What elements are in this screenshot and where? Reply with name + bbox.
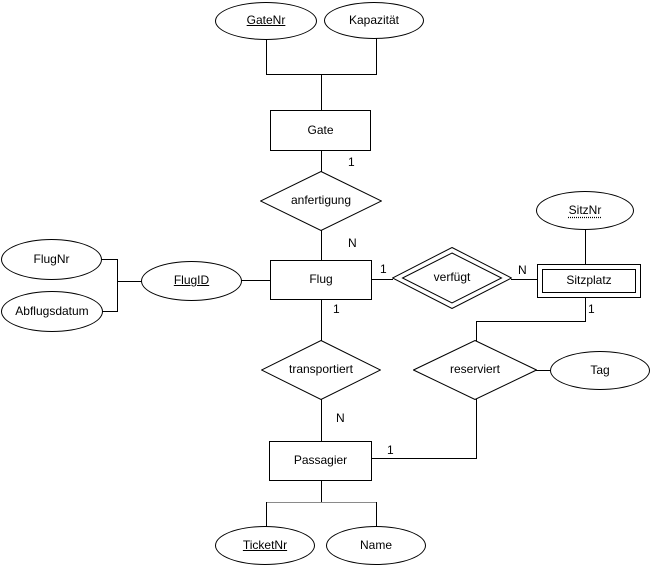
attribute-abflugsdatum: Abflugsdatum bbox=[1, 291, 103, 332]
attribute-ticketnr: TicketNr bbox=[215, 526, 315, 565]
attribute-sitznr: SitzNr bbox=[536, 191, 634, 230]
diamond-shape bbox=[261, 340, 381, 400]
attribute-flugnr: FlugNr bbox=[1, 239, 102, 280]
cardinality-sitzplatz-reserviert: 1 bbox=[588, 302, 595, 316]
cardinality-transportiert-passagier: N bbox=[336, 411, 345, 425]
attribute-tag: Tag bbox=[550, 351, 650, 390]
relationship-anfertigung: anfertigung bbox=[260, 171, 382, 231]
relationship-reserviert: reserviert bbox=[413, 340, 537, 400]
attribute-flugnr-label: FlugNr bbox=[33, 251, 70, 266]
weak-entity-inner-border bbox=[542, 269, 636, 293]
attribute-ticketnr-label: TicketNr bbox=[242, 537, 288, 552]
double-diamond-shape bbox=[392, 247, 512, 309]
cardinality-flug-transportiert: 1 bbox=[333, 302, 340, 316]
relationship-transportiert-label: transportiert bbox=[288, 362, 354, 377]
attribute-flugid: FlugID bbox=[141, 261, 242, 301]
entity-passagier-label: Passagier bbox=[293, 453, 348, 468]
edge-sitzplatz-reserviert bbox=[476, 297, 586, 341]
entity-gate-label: Gate bbox=[307, 122, 334, 137]
edge-reserviert-passagier bbox=[371, 399, 477, 459]
cardinality-verfuegt-sitzplatz: N bbox=[518, 263, 527, 277]
entity-flug: Flug bbox=[270, 260, 372, 300]
attribute-gatenr: GateNr bbox=[215, 2, 317, 40]
attribute-flugid-label: FlugID bbox=[173, 273, 210, 288]
cardinality-reserviert-passagier: 1 bbox=[387, 443, 394, 457]
attribute-gatenr-label: GateNr bbox=[246, 13, 286, 28]
weak-entity-sitzplatz: Sitzplatz bbox=[537, 264, 641, 298]
diamond-shape bbox=[413, 340, 537, 400]
cardinality-gate-anfertigung: 1 bbox=[348, 155, 355, 169]
attribute-tag-label: Tag bbox=[590, 362, 610, 377]
entity-gate: Gate bbox=[270, 110, 371, 151]
weak-entity-sitzplatz-label: Sitzplatz bbox=[566, 273, 612, 288]
entity-flug-label: Flug bbox=[309, 272, 333, 287]
diamond-shape bbox=[260, 171, 382, 231]
attribute-kapazitaet-label: Kapazität bbox=[348, 12, 400, 27]
cardinality-flug-verfuegt: 1 bbox=[380, 262, 387, 276]
attribute-sitznr-label: SitzNr bbox=[568, 202, 602, 217]
attribute-abflugsdatum-label: Abflugsdatum bbox=[15, 303, 89, 318]
relationship-verfuegt-label: verfügt bbox=[433, 270, 471, 285]
identifying-relationship-verfuegt: verfügt bbox=[392, 247, 512, 309]
cardinality-anfertigung-flug: N bbox=[348, 236, 357, 250]
relationship-transportiert: transportiert bbox=[261, 340, 381, 400]
attribute-name: Name bbox=[326, 526, 426, 565]
relationship-reserviert-label: reserviert bbox=[449, 362, 500, 377]
attribute-name-label: Name bbox=[359, 537, 392, 552]
entity-passagier: Passagier bbox=[269, 441, 372, 481]
relationship-anfertigung-label: anfertigung bbox=[290, 193, 352, 208]
attribute-kapazitaet: Kapazität bbox=[324, 2, 424, 39]
